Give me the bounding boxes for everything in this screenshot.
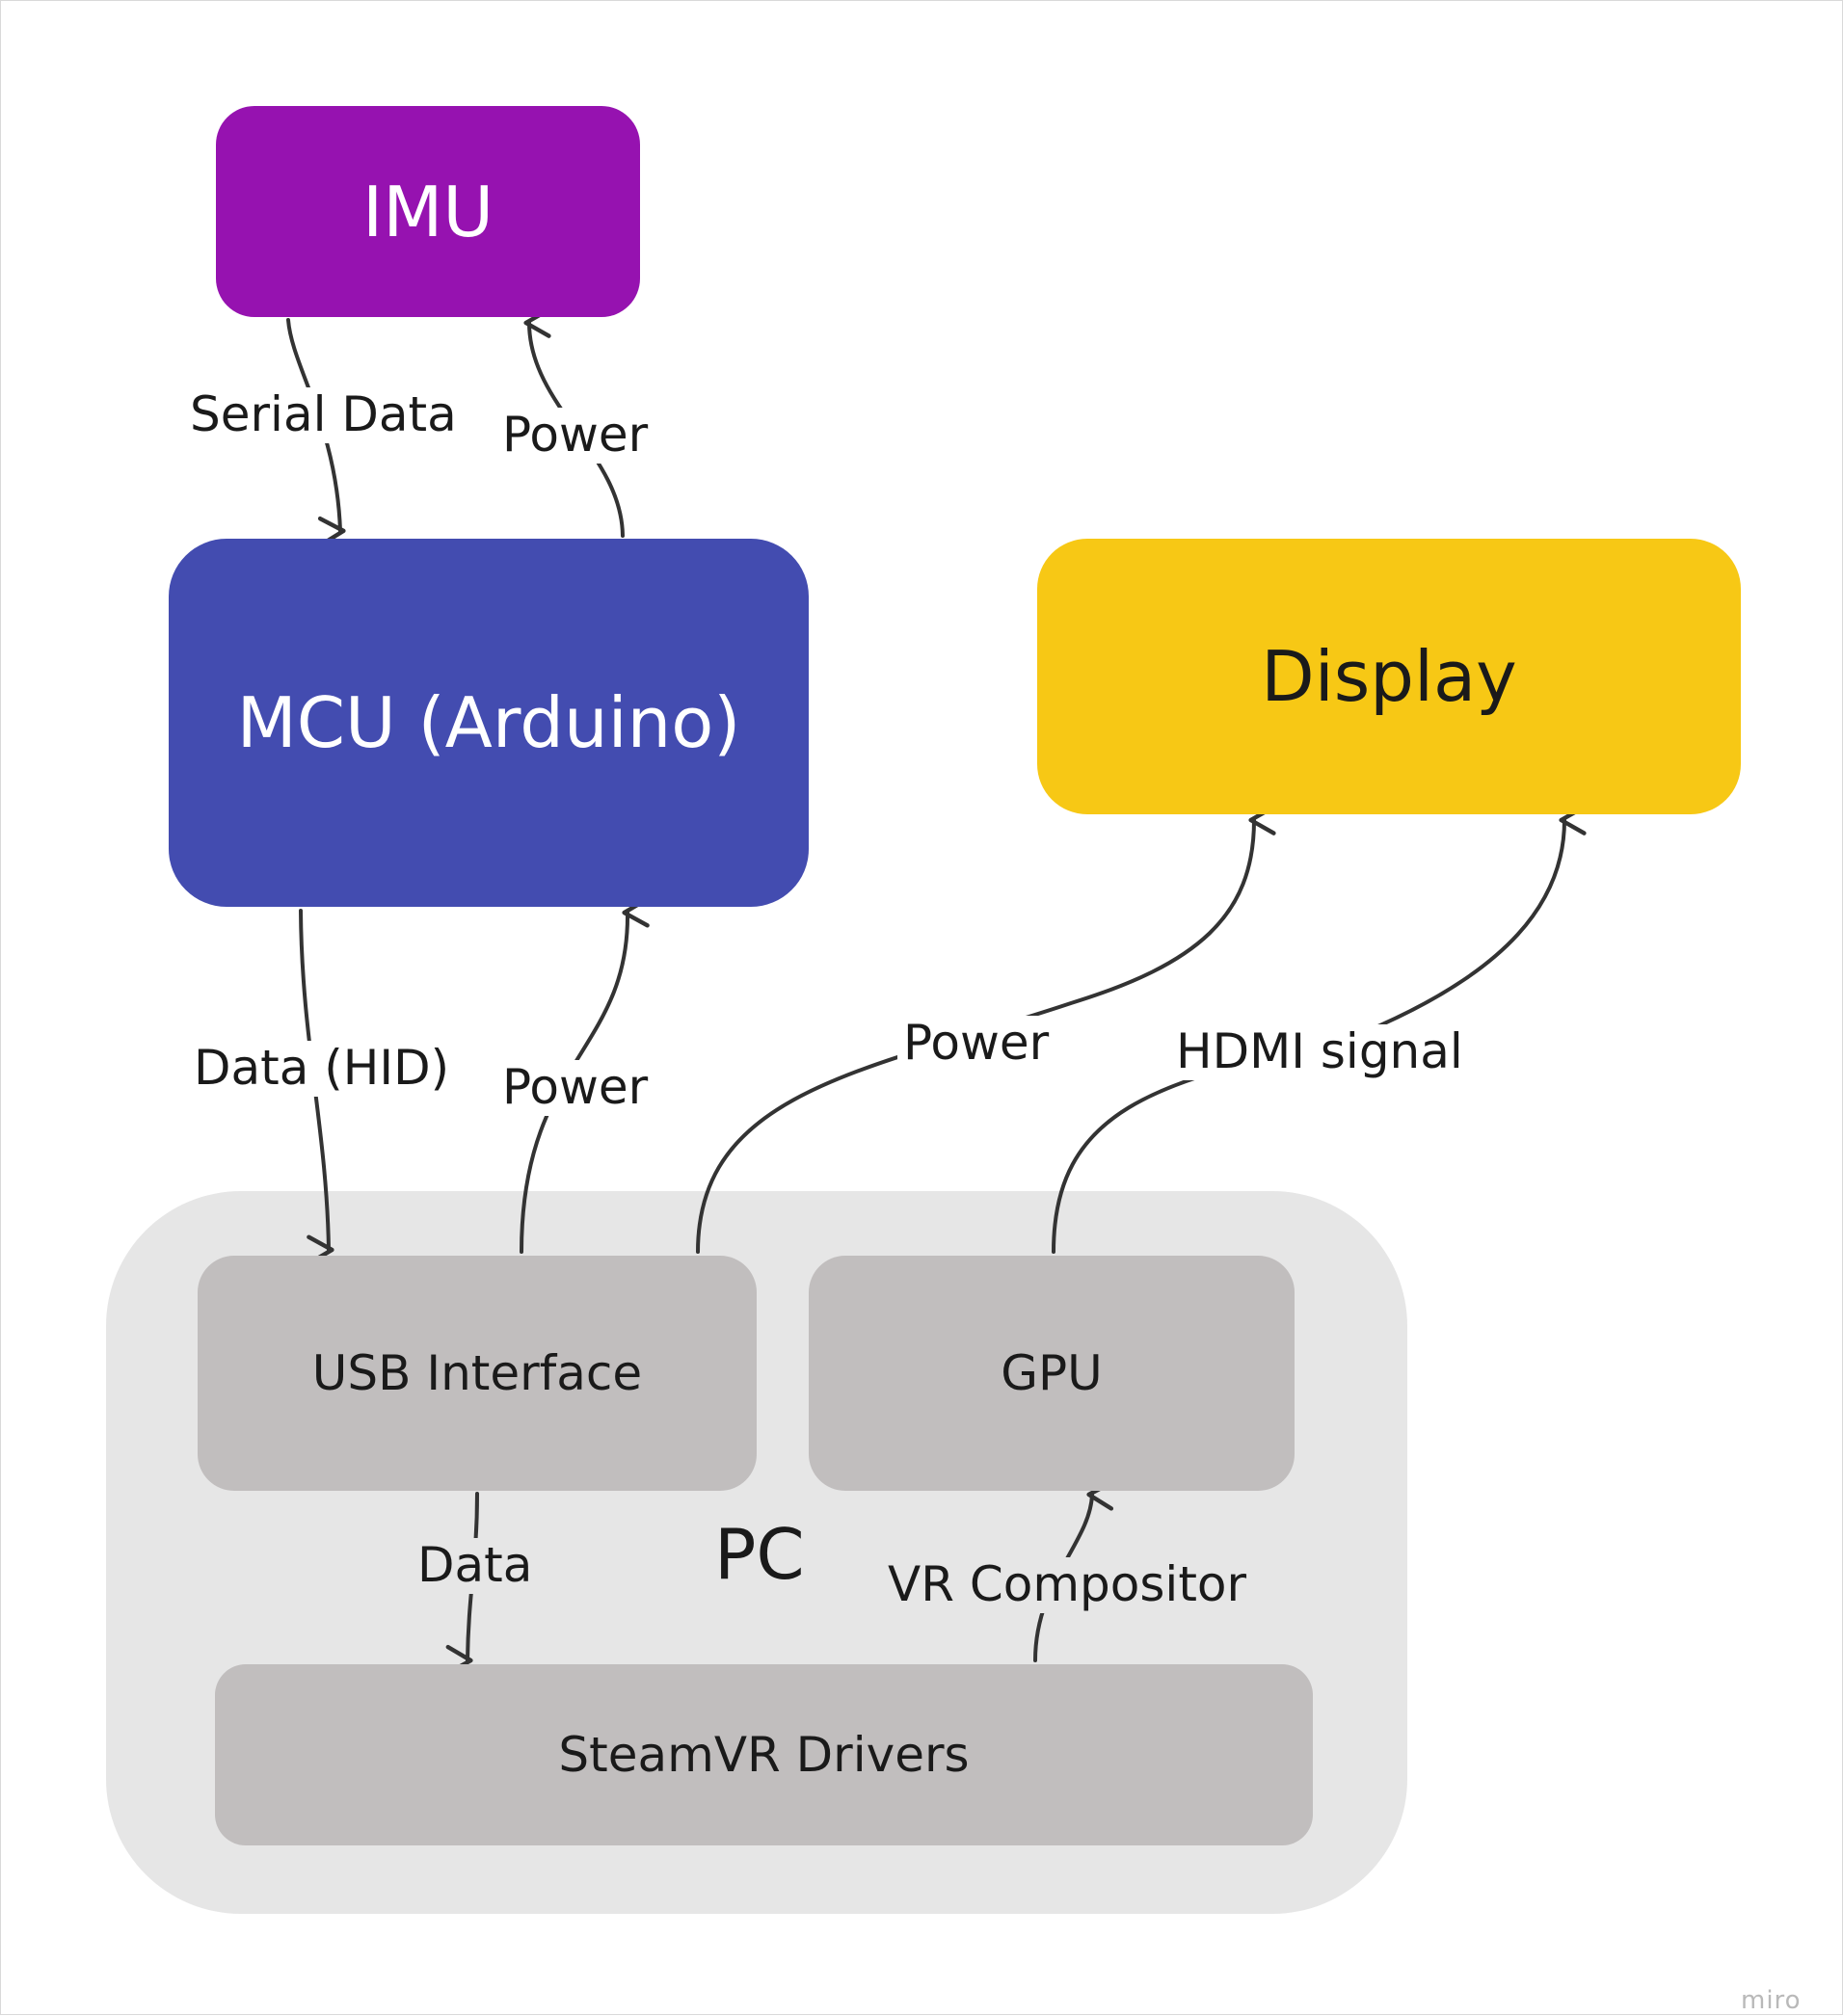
edge-label-hdmi-signal: HDMI signal [1170, 1023, 1469, 1080]
pc-label: PC [714, 1514, 805, 1595]
edge-label-serial-data: Serial Data [184, 386, 463, 443]
edge-label-data: Data [412, 1537, 539, 1594]
mcu-node[interactable]: MCU (Arduino) [169, 539, 809, 907]
usb-interface-node[interactable]: USB Interface [198, 1256, 757, 1491]
steamvr-drivers-node[interactable]: SteamVR Drivers [215, 1664, 1313, 1845]
gpu-node[interactable]: GPU [809, 1256, 1295, 1491]
edge-label-vr-compositor: VR Compositor [882, 1556, 1253, 1613]
mcu-label: MCU (Arduino) [236, 682, 741, 763]
imu-label: IMU [361, 171, 494, 252]
steamvr-drivers-label: SteamVR Drivers [558, 1727, 970, 1783]
edge-label-power-imu: Power [496, 407, 654, 464]
edge-label-power-display: Power [897, 1015, 1055, 1072]
display-node[interactable]: Display [1037, 539, 1741, 814]
edge-label-power-mcu: Power [496, 1059, 654, 1116]
edge-label-data-hid: Data (HID) [188, 1040, 456, 1097]
usb-interface-label: USB Interface [311, 1345, 643, 1401]
miro-watermark: miro [1741, 1986, 1802, 2015]
gpu-label: GPU [1001, 1345, 1103, 1401]
display-label: Display [1261, 636, 1517, 717]
imu-node[interactable]: IMU [216, 106, 640, 317]
